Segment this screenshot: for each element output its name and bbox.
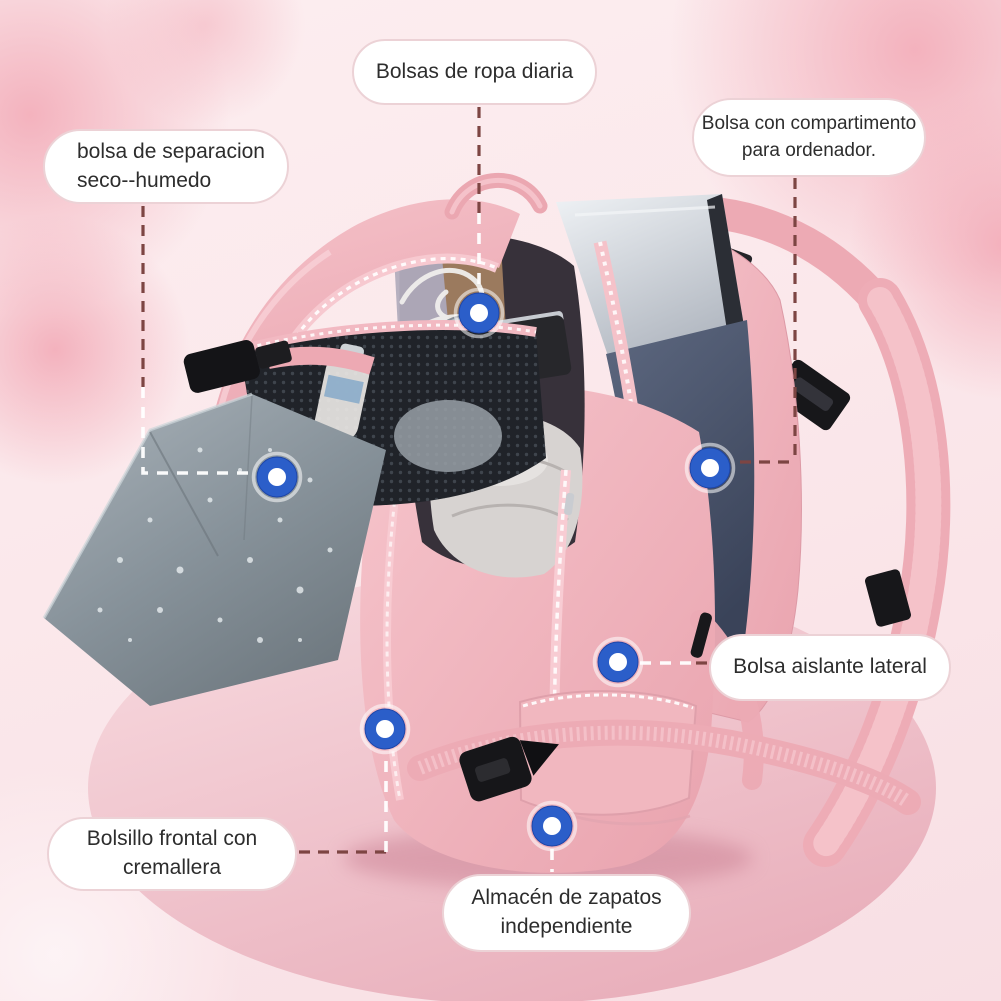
callout-daily-clothes: Bolsas de ropa diaria [352,39,597,105]
callout-label: Almacén de zapatos [471,886,662,910]
body-left-stitching [385,471,402,801]
callout-label: Bolsa con compartimento [701,113,917,135]
callout-label: para ordenador. [741,139,877,161]
callout-computer-compartment: Bolsa con compartimento para ordenador. [692,98,926,177]
mat-buckle [183,340,292,393]
callout-label: cremallera [122,856,222,879]
leader-line-computer-dark [733,178,797,464]
zipper-pull [564,492,575,516]
callout-front-zipper-pocket: Bolsillo frontal con cremallera [47,817,297,891]
hanging-zip-pull [690,612,712,658]
marker-daily-clothes [453,287,505,339]
callout-label: seco--humedo [77,168,212,192]
callout-label: independiente [500,915,633,938]
callout-label: Bolsa aislante lateral [733,655,927,679]
top-handle-inner [449,178,543,215]
back-zipper-teeth [598,241,672,701]
feature-markers [251,287,736,852]
leader-lines [141,107,797,872]
marker-computer-compartment [684,442,736,494]
side-ladder-buckle [865,569,911,627]
clothes-in-mesh [394,400,502,472]
marker-insulated-side [592,636,644,688]
callout-label: Bolsillo frontal con [86,827,258,851]
callout-shoe-storage: Almacén de zapatos independiente [442,874,691,952]
leader-line-dry-wet-light [141,387,254,475]
callout-label: Bolsas de ropa diaria [375,59,574,83]
marker-dry-wet-separation [251,451,303,503]
side-release-buckle [459,736,559,802]
marker-front-zipper-pocket [359,703,411,755]
marker-shoe-storage [526,800,578,852]
backpack-illustration [42,173,951,873]
callout-dry-wet-separation: bolsa de separacion seco--humedo [43,129,289,204]
laptop [556,194,745,356]
water-droplets [97,447,333,643]
callout-insulated-side: Bolsa aislante lateral [709,634,951,701]
callout-label: bolsa de separacion [77,139,265,163]
